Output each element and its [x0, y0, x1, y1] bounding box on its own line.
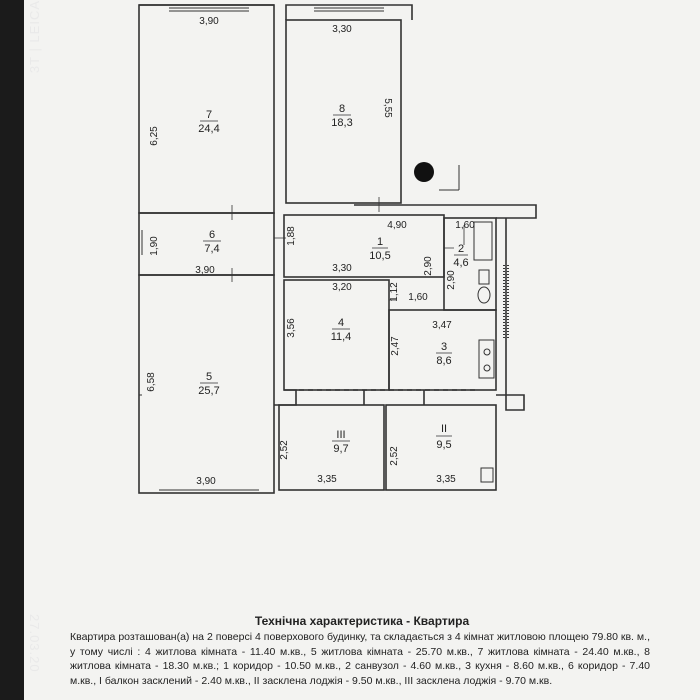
stove: [478, 339, 495, 379]
camera-watermark-top: 3T | LEICA: [27, 0, 42, 74]
dim-room-4-width: 3,20: [332, 282, 352, 293]
wall-room-1: [283, 214, 445, 278]
loggia-II-area: 9,5: [436, 439, 451, 451]
room-8-number: 8: [339, 103, 345, 115]
dim-room-4-height: 3,56: [286, 318, 297, 338]
dim-kitchen-height: 2,47: [390, 336, 401, 356]
document-sheet: 7 24,4 8 18,3 6 7,4 1 10,5 2 4,6 5 25,7 …: [24, 0, 700, 700]
room-5-area: 25,7: [198, 385, 219, 397]
room-2-area: 4,6: [453, 257, 468, 269]
room-8-area: 18,3: [331, 117, 352, 129]
wall-balcony: [496, 218, 525, 411]
loggia-III-number: III: [336, 429, 345, 441]
room-5-number: 5: [206, 371, 212, 383]
wall-corner-2: [363, 390, 425, 405]
dim-bath-width: 1,60: [455, 220, 475, 231]
document-title: Технічна характеристика - Квартира: [254, 614, 470, 628]
room-7-number: 7: [206, 109, 212, 121]
dim-loggia-II-height: 2,52: [389, 446, 400, 466]
window-7: [169, 7, 249, 12]
dim-room-6-height: 1,90: [149, 236, 160, 256]
bathtub: [473, 221, 493, 261]
room-1-area: 10,5: [369, 250, 390, 262]
room-3-number: 3: [441, 341, 447, 353]
dim-passage-height: 1,12: [389, 282, 400, 302]
dim-corridor-lower: 3,30: [332, 263, 352, 274]
room-7-area: 24,4: [198, 123, 219, 135]
room-2-number: 2: [458, 243, 464, 255]
dim-room-7-height: 6,25: [149, 126, 160, 146]
wall-top: [139, 4, 413, 20]
window-8: [314, 7, 384, 12]
dim-loggia-II-width: 3,35: [436, 474, 456, 485]
camera-watermark-date: 27.03.20: [27, 614, 42, 673]
document-description: Квартира розташован(а) на 2 поверсі 4 по…: [70, 631, 650, 687]
radiator: [503, 265, 509, 340]
dim-passage-width: 1,60: [408, 292, 428, 303]
dim-room-6-width: 3,90: [195, 265, 215, 276]
dim-bath-height-2: 2,90: [446, 270, 457, 290]
dim-kitchen-width: 3,47: [432, 320, 452, 331]
hole-punch: [414, 162, 434, 182]
loggia-III-area: 9,7: [333, 443, 348, 455]
dim-corridor-height: 1,88: [286, 226, 297, 246]
dim-room-8-width: 3,30: [332, 24, 352, 35]
room-4-area: 11,4: [331, 331, 352, 343]
dim-room-5-height: 6,58: [146, 372, 157, 392]
burner-2: [483, 364, 491, 372]
dim-loggia-III-height: 2,52: [279, 440, 290, 460]
room-4-number: 4: [338, 317, 344, 329]
corner-line: [439, 165, 460, 191]
room-3-area: 8,6: [436, 355, 451, 367]
room-1-number: 1: [377, 236, 383, 248]
wall-room-5: [138, 274, 275, 494]
floor-plan: 7 24,4 8 18,3 6 7,4 1 10,5 2 4,6 5 25,7 …: [138, 4, 537, 494]
loggia-fixture: [480, 467, 494, 483]
wall-room-8: [285, 19, 402, 204]
wall-corner-1: [274, 389, 297, 406]
toilet: [477, 286, 491, 304]
dim-loggia-III-width: 3,35: [317, 474, 337, 485]
room-6-number: 6: [209, 229, 215, 241]
dim-corridor-width: 4,90: [387, 220, 407, 231]
dim-room-7-width: 3,90: [199, 16, 219, 27]
wall-room-2: [443, 217, 497, 311]
room-6-area: 7,4: [204, 243, 219, 255]
loggia-II-number: II: [441, 423, 447, 435]
wall-corridor-top: [354, 204, 537, 219]
window-6: [139, 230, 143, 396]
dim-room-8-height: 5,55: [382, 98, 393, 118]
toilet-tank: [478, 269, 490, 285]
dim-room-5-width: 3,90: [196, 476, 216, 487]
dim-bath-height-1: 2,90: [423, 256, 434, 276]
burner-1: [483, 348, 491, 356]
wall-room-3: [388, 309, 497, 391]
